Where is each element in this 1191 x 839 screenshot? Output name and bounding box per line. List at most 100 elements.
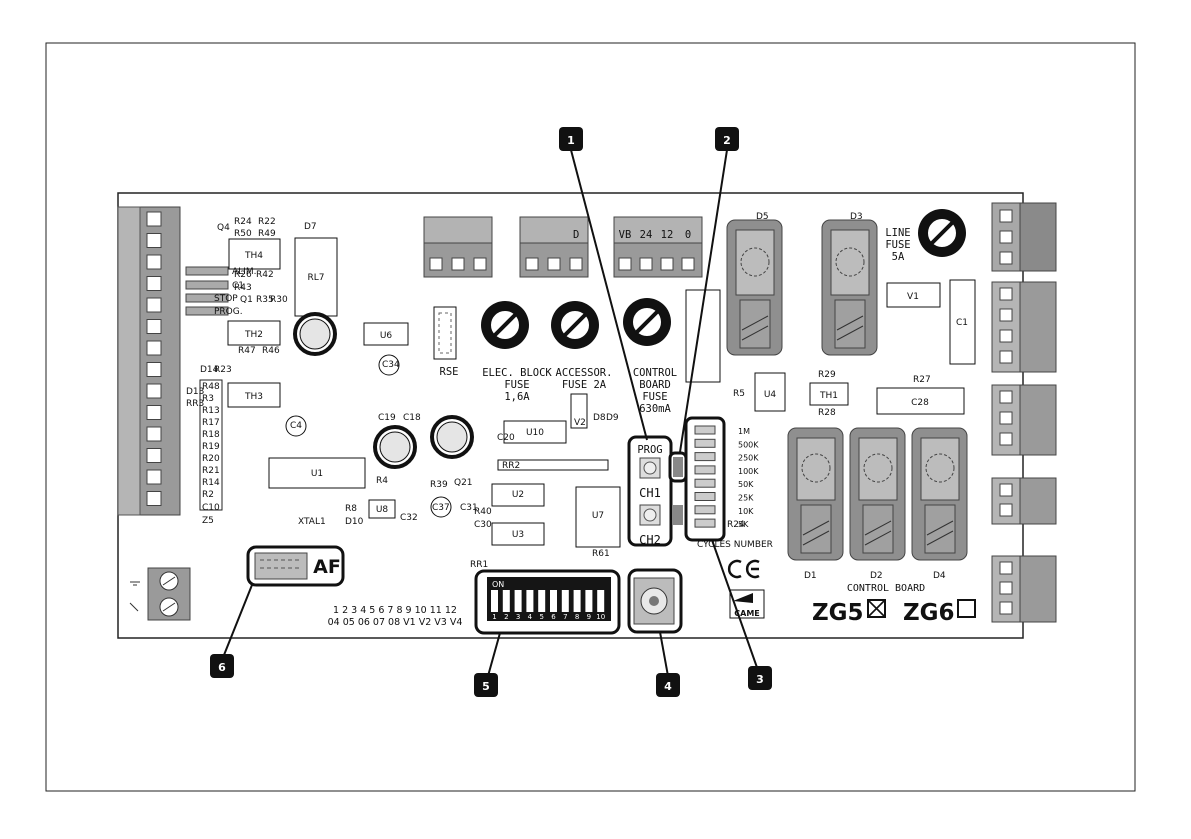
label-c4: C4	[290, 421, 302, 431]
dip-switch[interactable]	[573, 590, 581, 612]
label-d5: D5	[756, 212, 769, 222]
fuse3-line3: FUSE	[642, 391, 667, 403]
terminal-vb-label: VB	[619, 229, 632, 241]
fuse2-line2: FUSE 2A	[562, 379, 607, 391]
cycles-value: 5K	[738, 520, 749, 529]
cycles-slot[interactable]	[694, 425, 716, 435]
cycles-value: 1M	[738, 427, 750, 436]
label-r35: R35	[256, 295, 274, 305]
dip-switch[interactable]	[514, 590, 522, 612]
led-prog-label: PROG.	[214, 307, 243, 317]
af-connector	[246, 545, 345, 587]
label-r30: R30	[270, 295, 288, 305]
left-terminal-slot	[146, 426, 162, 442]
cycles-slot[interactable]	[694, 492, 716, 501]
label-u4: U4	[764, 390, 777, 400]
model-zg5-label: ZG5	[812, 600, 864, 626]
label-c20: C20	[497, 433, 515, 443]
linefuse-line2: FUSE	[885, 239, 910, 251]
label-u8: U8	[376, 505, 389, 515]
dip-switch[interactable]	[538, 590, 546, 612]
pin-row-1-label: 1 2 3 4 5 6 7 8 9 10 11 12	[333, 605, 457, 616]
dip-switch[interactable]	[597, 590, 605, 612]
left-terminal-slot	[146, 491, 162, 506]
label-d3: D3	[850, 212, 863, 222]
label-c18: C18	[403, 413, 421, 423]
cycles-selector	[684, 416, 726, 542]
label-r8: R8	[345, 504, 357, 514]
label-d14: D14	[200, 365, 219, 375]
label-c30: C30	[474, 520, 492, 530]
label-r2: R2	[202, 490, 214, 500]
label-d9: D9	[606, 413, 619, 423]
fuse3-line2: BOARD	[639, 379, 671, 391]
dip-number: 7	[563, 613, 567, 621]
label-r5: R5	[733, 389, 745, 399]
label-th2: TH2	[244, 330, 263, 340]
af-connector-label: AF	[313, 556, 341, 578]
label-r13: R13	[202, 406, 220, 416]
left-terminal-slot	[146, 469, 162, 485]
label-xtal1: XTAL1	[298, 517, 326, 527]
left-terminal-slot	[146, 233, 162, 248]
left-terminal-slot	[146, 362, 162, 377]
cycles-slot[interactable]	[694, 452, 716, 462]
dip-switch[interactable]	[550, 590, 557, 612]
label-r28: R28	[818, 408, 836, 418]
cycles-slot[interactable]	[694, 505, 716, 515]
label-r19: R19	[202, 442, 220, 452]
cycles-slot[interactable]	[694, 518, 716, 528]
model-zg6-empty-box	[957, 599, 976, 618]
label-d7: D7	[304, 222, 317, 232]
label-rr2: RR2	[502, 461, 520, 471]
left-terminal-strip	[117, 206, 181, 516]
fuse1-line1: ELEC. BLOCK	[482, 367, 552, 379]
label-rr1: RR1	[470, 560, 488, 570]
label-r46: R46	[262, 346, 280, 356]
callout-leaders	[221, 149, 761, 677]
label-u3: U3	[512, 530, 524, 540]
dip-on-label: ON	[492, 580, 504, 589]
left-terminal-slot	[146, 383, 162, 399]
label-q1: Q1	[240, 295, 253, 305]
fuse-holders	[481, 209, 966, 349]
left-terminal-slot	[146, 297, 162, 313]
label-q21: Q21	[454, 478, 473, 488]
dip-switch[interactable]	[526, 590, 534, 612]
cycles-value: 50K	[738, 480, 754, 489]
label-q4: Q4	[217, 223, 230, 233]
label-rr3: RR3	[186, 399, 204, 409]
label-z5: Z5	[202, 516, 214, 526]
callout-3: 3	[756, 673, 764, 686]
dip-switch[interactable]	[561, 590, 569, 612]
label-r4: R4	[376, 476, 388, 486]
dip-switch[interactable]	[502, 590, 510, 612]
label-c32: C32	[400, 513, 418, 523]
trimmer	[627, 568, 683, 634]
left-terminal-slot	[146, 405, 162, 420]
right-terminals	[991, 202, 1057, 623]
label-r26: R26	[234, 270, 252, 280]
label-r24: R24	[234, 217, 252, 227]
label-r27: R27	[913, 375, 931, 385]
dip-number: 1	[492, 613, 496, 621]
label-r61: R61	[592, 549, 610, 559]
control-board-label: CONTROL BOARD	[847, 583, 925, 594]
cycles-slot[interactable]	[694, 438, 716, 448]
dip-number: 3	[516, 613, 520, 621]
components	[185, 237, 976, 548]
cycles-slot[interactable]	[694, 465, 716, 475]
label-d1: D1	[804, 571, 817, 581]
dip-switch[interactable]	[491, 590, 498, 612]
dip-number: 6	[551, 613, 556, 621]
label-u7: U7	[592, 511, 604, 521]
cycles-value: 10K	[738, 507, 754, 516]
dip-number: 5	[539, 613, 543, 621]
label-v2: V2	[574, 418, 586, 428]
label-d10: D10	[345, 517, 364, 527]
label-r3: R3	[202, 394, 214, 404]
dip-switch[interactable]	[585, 590, 593, 612]
fuse1-line3: 1,6A	[504, 391, 530, 403]
cycles-slot[interactable]	[694, 478, 716, 488]
left-terminal-slot	[146, 276, 162, 291]
